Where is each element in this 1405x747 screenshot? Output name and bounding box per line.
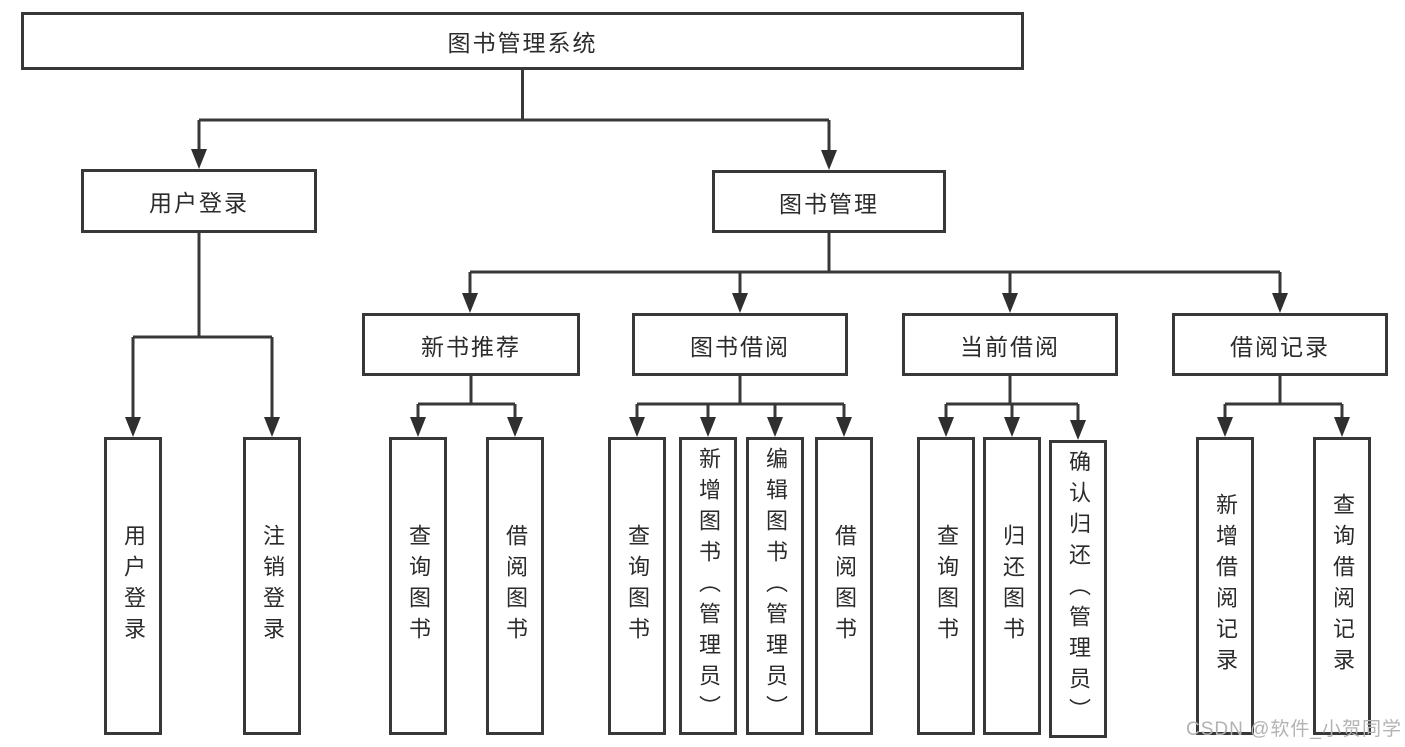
node-label: 图书借阅 [690,333,790,360]
leaf-label: 查询借阅记录 [1330,493,1355,679]
connector-user-branch [131,233,274,420]
leaf-add-books-admin: 新增图书（管理员） [679,437,737,735]
node-label: 图书管理 [779,190,879,217]
arrowheads-leaves [410,417,1350,440]
connector-mgmt-branch [468,233,1282,296]
node-label: 用户登录 [149,190,249,216]
arrowheads-level2 [191,149,837,170]
leaf-confirm-return-admin: 确认归还（管理员） [1049,440,1107,738]
leaf-label: 借阅图书 [832,524,857,648]
leaf-label: 查询图书 [406,524,431,648]
connector-currentborrow-branch [944,376,1080,423]
leaf-add-borrow-record: 新增借阅记录 [1196,437,1254,735]
leaf-label: 编辑图书（管理员） [763,446,788,726]
connector-borrowrecord-branch [1223,376,1344,420]
leaf-label: 归还图书 [1000,524,1025,648]
node-user-login: 用户登录 [81,169,317,233]
node-book-management: 图书管理 [712,170,946,233]
leaf-borrow-books-newbook: 借阅图书 [486,437,544,735]
leaf-query-borrow-record: 查询借阅记录 [1313,437,1371,735]
leaf-label: 用户登录 [121,524,146,648]
node-label: 图书管理系统 [447,30,598,56]
node-label: 当前借阅 [960,333,1060,360]
node-label: 借阅记录 [1230,333,1330,360]
node-current-borrowing: 当前借阅 [902,313,1118,376]
leaf-edit-books-admin: 编辑图书（管理员） [746,437,804,735]
leaf-label: 借阅图书 [503,524,528,648]
leaf-label: 查询图书 [625,524,650,648]
connector-newbook-branch [416,376,517,420]
node-new-book-recommend: 新书推荐 [362,313,580,376]
connector-bookborrow-branch [635,376,846,420]
leaf-user-login: 用户登录 [104,437,162,735]
arrowheads-user-leaves [125,417,280,437]
leaf-borrow-books: 借阅图书 [815,437,873,735]
arrowheads-level3 [462,293,1288,313]
leaf-return-books: 归还图书 [983,437,1041,735]
leaf-query-books-newbook: 查询图书 [389,437,447,735]
leaf-query-books-current: 查询图书 [917,437,975,735]
node-library-management-system: 图书管理系统 [21,12,1024,70]
leaf-label: 新增图书（管理员） [696,446,721,726]
node-borrowing-records: 借阅记录 [1172,313,1388,376]
connector-root-branch [197,70,831,153]
leaf-label: 确认归还（管理员） [1066,449,1091,729]
node-label: 新书推荐 [421,333,521,360]
leaf-logout: 注销登录 [243,437,301,735]
leaf-label: 新增借阅记录 [1213,493,1238,679]
leaf-query-books: 查询图书 [608,437,666,735]
leaf-label: 查询图书 [934,524,959,648]
csdn-watermark: CSDN @软件_小贺同学 [1186,719,1402,740]
node-book-borrowing: 图书借阅 [632,313,848,376]
leaf-label: 注销登录 [260,524,285,648]
